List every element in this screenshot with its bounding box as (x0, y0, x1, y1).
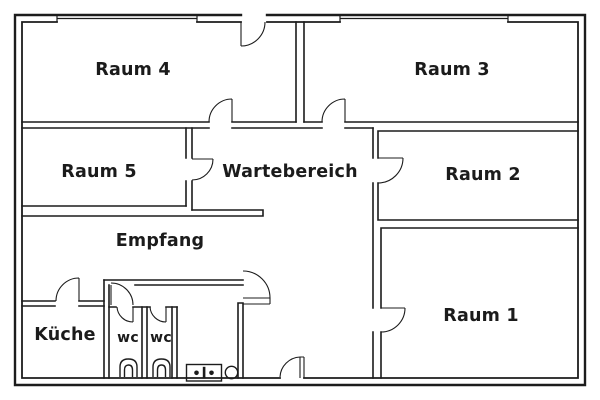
toilet-icon (119, 358, 138, 377)
room-label-empfang: Empfang (115, 231, 205, 251)
door-raum1 (380, 307, 406, 333)
door-wc-lobby (110, 282, 134, 306)
door-entrance (279, 356, 305, 378)
door-raum3 (321, 98, 346, 123)
room-label-raum4: Raum 4 (95, 60, 171, 80)
sink-unit-icon (185, 363, 223, 382)
window-raum4 (56, 15, 198, 22)
outer-wall (13, 13, 587, 387)
window-raum3 (339, 15, 509, 22)
room-label-raum1: Raum 1 (443, 306, 519, 326)
room-label-kueche: Küche (34, 325, 96, 345)
door-kueche (55, 277, 80, 302)
room-label-wartebereich: Wartebereich (222, 162, 358, 182)
room-label-raum5: Raum 5 (61, 162, 137, 182)
door-wc2 (149, 306, 167, 323)
door-raum5 (191, 158, 214, 181)
door-raum4-exterior (240, 21, 266, 47)
round-basin-icon (224, 365, 239, 380)
room-label-wc2: wc (150, 330, 172, 346)
door-raum4 (208, 98, 233, 123)
door-raum2 (377, 157, 404, 184)
door-wc1 (116, 306, 134, 323)
room-label-raum2: Raum 2 (445, 165, 521, 185)
door-hallway (242, 270, 271, 305)
interior-walls (21, 21, 579, 379)
toilet-icon (152, 358, 171, 377)
room-label-wc1: wc (117, 330, 139, 346)
room-label-raum3: Raum 3 (414, 60, 490, 80)
